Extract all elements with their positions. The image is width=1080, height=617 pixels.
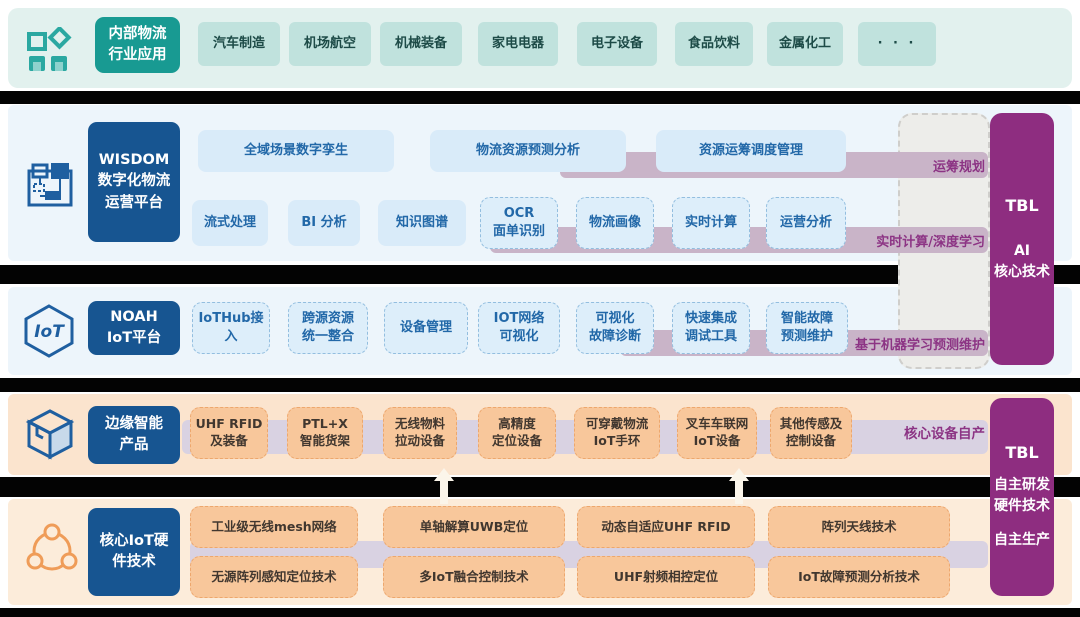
iot-hexagon-icon: IoT [20, 302, 78, 364]
svg-text:IoT: IoT [34, 322, 65, 342]
industry-chip: 食品饮料 [675, 22, 753, 66]
tbl-label: TBL [1005, 195, 1039, 215]
industry-apps-title: 内部物流 行业应用 [95, 17, 180, 73]
or-planning-label: 运筹规划 [932, 160, 985, 175]
noah-capability: 智能故障 预测维护 [766, 302, 848, 354]
core-tech: 单轴解算UWB定位 [383, 506, 565, 548]
tbl-ai-core-box: TBL AI 核心技术 [990, 113, 1054, 365]
wisdom-ai-module: OCR 面单识别 [480, 197, 558, 249]
core-tech: 动态自适应UHF RFID [577, 506, 755, 548]
core-hardware-title: 核心IoT硬 件技术 [88, 508, 180, 596]
wisdom-capability: 资源运筹调度管理 [656, 130, 846, 172]
noah-capability: IOT网络 可视化 [478, 302, 560, 354]
industry-chip: 金属化工 [767, 22, 843, 66]
wisdom-engine: 流式处理 [192, 200, 268, 246]
wisdom-ai-module: 运营分析 [766, 197, 846, 249]
separator [0, 91, 1080, 104]
core-tech: UHF射频相控定位 [577, 556, 755, 598]
industry-chip: 机场航空 [289, 22, 371, 66]
edge-device: 高精度 定位设备 [478, 407, 556, 459]
edge-device: PTL+X 智能货架 [287, 407, 363, 459]
industry-chip: 机械装备 [380, 22, 462, 66]
self-made-devices-label: 核心设备自产 [904, 426, 985, 442]
wisdom-capability: 物流资源预测分析 [430, 130, 626, 172]
up-arrow [434, 468, 454, 508]
edge-products-title: 边缘智能 产品 [88, 406, 180, 464]
tbl-rd-label: 自主研发 硬件技术 [994, 477, 1050, 514]
realtime-dl-label: 实时计算/深度学习 [876, 235, 985, 250]
workflow-icon [22, 158, 78, 218]
tbl-hardware-box: TBL 自主研发 硬件技术 自主生产 [990, 398, 1054, 596]
wisdom-capability: 全域场景数字孪生 [198, 130, 394, 172]
industry-chip: 汽车制造 [198, 22, 280, 66]
cube-icon [25, 408, 75, 464]
noah-capability: 设备管理 [384, 302, 468, 354]
tbl-label: TBL [1005, 443, 1039, 462]
industry-chip: 家电电器 [478, 22, 558, 66]
ml-maintenance-label: 基于机器学习预测维护 [854, 338, 985, 353]
network-icon [24, 522, 80, 582]
wisdom-ai-module: 物流画像 [576, 197, 654, 249]
wisdom-platform-title: WISDOM 数字化物流 运营平台 [88, 122, 180, 242]
core-tech: 多IoT融合控制技术 [383, 556, 565, 598]
noah-capability: 快速集成 调试工具 [672, 302, 750, 354]
noah-capability: 跨源资源 统一整合 [288, 302, 368, 354]
edge-device: UHF RFID 及装备 [190, 407, 268, 459]
edge-device: 叉车车联网 IoT设备 [677, 407, 757, 459]
core-tech: 无源阵列感知定位技术 [190, 556, 358, 598]
tbl-production-label: 自主生产 [994, 532, 1050, 548]
noah-capability: IoTHub接 入 [192, 302, 270, 354]
separator [0, 265, 1080, 284]
industry-chip-more: · · · [858, 22, 936, 66]
up-arrow [729, 468, 749, 508]
separator [0, 608, 1080, 617]
wisdom-ai-module: 实时计算 [672, 197, 750, 249]
core-tech: 工业级无线mesh网络 [190, 506, 358, 548]
wisdom-engine: BI 分析 [288, 200, 360, 246]
edge-device: 其他传感及 控制设备 [770, 407, 852, 459]
industry-chip: 电子设备 [577, 22, 657, 66]
separator [0, 477, 1080, 497]
noah-capability: 可视化 故障诊断 [576, 302, 654, 354]
grid-icon [24, 25, 76, 83]
tbl-ai-sub-label: AI 核心技术 [994, 242, 1050, 280]
separator [0, 378, 1080, 392]
wisdom-engine: 知识图谱 [378, 200, 466, 246]
core-tech: 阵列天线技术 [768, 506, 950, 548]
edge-device: 可穿戴物流 IoT手环 [574, 407, 660, 459]
noah-platform-title: NOAH IoT平台 [88, 301, 180, 355]
core-tech: IoT故障预测分析技术 [768, 556, 950, 598]
edge-device: 无线物料 拉动设备 [383, 407, 457, 459]
